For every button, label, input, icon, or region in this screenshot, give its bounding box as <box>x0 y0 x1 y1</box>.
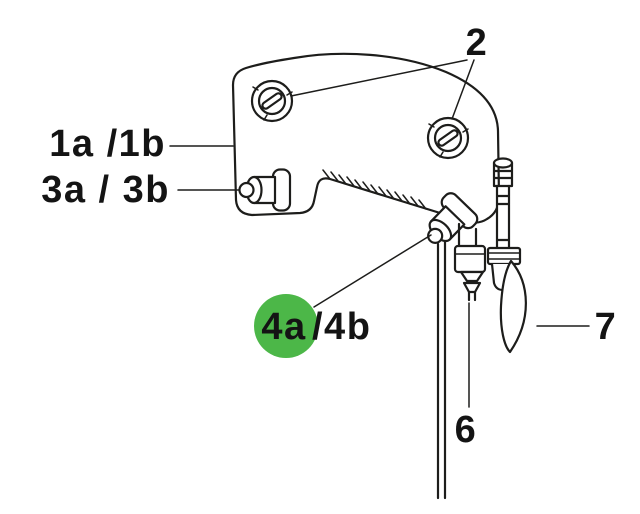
valve-assembly <box>486 157 527 354</box>
highlight-circle-4a <box>254 294 318 358</box>
label-6: 6 <box>455 409 478 451</box>
valve-top-fitting <box>492 161 514 188</box>
plug-3a3b-tip <box>238 181 255 199</box>
gauge-right <box>426 116 470 160</box>
label-7: 7 <box>595 306 618 348</box>
barb-ridge-2 <box>462 281 482 294</box>
leader-line-4a4b <box>313 234 432 308</box>
barb-stem <box>457 222 478 248</box>
plug-4a4b-tip <box>427 227 444 244</box>
bracket-body <box>231 52 501 224</box>
barb-tube-tip <box>467 290 477 302</box>
gauge-right-slot <box>437 129 459 147</box>
leader-line-2-right <box>451 59 475 120</box>
valve-neck <box>495 184 511 250</box>
bracket-edge-hatching <box>322 169 427 210</box>
gauge-right-ticks <box>428 123 469 158</box>
label-4a: 4a <box>261 306 306 348</box>
valve-collar <box>486 246 522 266</box>
gauge-top-ticks <box>252 86 293 121</box>
leader-line-2-left <box>290 59 468 97</box>
gauge-top-inner-ring <box>257 86 287 116</box>
plug-3a3b <box>238 168 292 212</box>
valve-neck-mask <box>496 185 510 249</box>
valve-top-cap <box>492 157 514 169</box>
label-4b: /4b <box>312 306 371 348</box>
gauge-top <box>250 79 294 123</box>
valve-collar-lines <box>487 252 521 260</box>
gauge-top-slot <box>261 92 283 110</box>
barb-ridge-1 <box>459 270 485 283</box>
gauge-right-inner-ring <box>433 123 463 153</box>
barb-body <box>453 244 487 274</box>
valve-lever <box>499 259 527 354</box>
gauge-right-outer-ring <box>426 116 470 160</box>
gauge-top-outer-ring <box>250 79 294 123</box>
barb-fitting-6 <box>453 222 487 302</box>
label-3a3b: 3a / 3b <box>41 169 170 211</box>
label-2: 2 <box>466 22 489 64</box>
plug-4a4b <box>427 192 479 244</box>
label-1a1b: 1a /1b <box>49 123 166 165</box>
bracket-outline <box>231 52 501 224</box>
hose-line <box>436 239 447 500</box>
